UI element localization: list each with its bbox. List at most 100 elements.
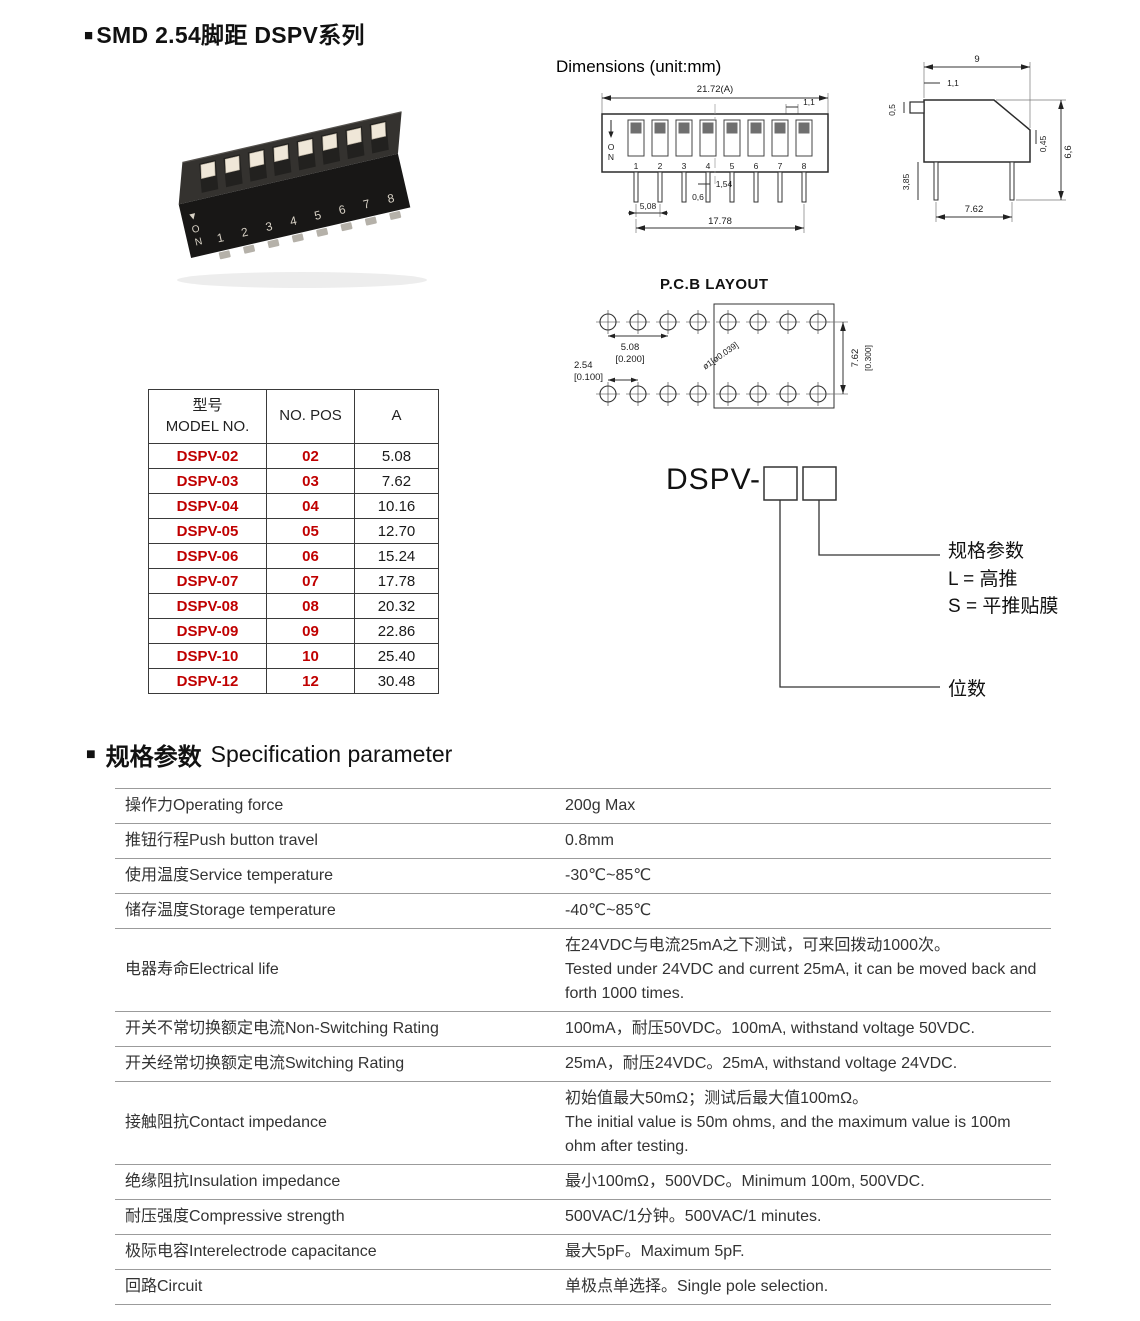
ordering-line-spec [818,500,940,556]
spec-row: 使用温度Service temperature -30℃~85℃ [115,858,1051,893]
dim-label: 1,54 [716,179,733,189]
spec-label: 使用温度Service temperature [125,867,334,885]
model-no: DSPV-05 [148,518,267,544]
dim-label: [0.200] [615,354,644,365]
a-col-header: A [354,389,439,444]
dim-label: 1,1 [803,97,815,107]
spec-label: 接触阻抗Contact impedance [125,1114,327,1132]
dim-label: 6,6 [1063,145,1074,158]
ordering-spec-title: 规格参数 [948,541,1025,562]
front-view-drawing: 21.72(A) 1,1 O N 1 2 3 4 5 6 7 8 1,54 0,… [601,84,829,233]
spec-label: 回路Circuit [125,1278,203,1296]
photo-position-number: 2 [240,225,250,240]
ordering-digits-label: 位数 [948,679,987,700]
photo-shadow [177,272,427,288]
ordering-line-digits [779,500,940,688]
no-pos: 03 [266,468,355,494]
spec-row: 操作力Operating force 200g Max [115,788,1051,823]
ordering-prefix: DSPV- [666,463,762,496]
on-label: O [608,142,615,152]
photo-position-number: 5 [313,208,323,223]
a-value: 30.48 [354,668,439,694]
position-number: 2 [658,161,663,171]
no-pos: 07 [266,568,355,594]
dim-label: 2.54 [574,360,593,371]
a-value: 5.08 [354,443,439,469]
dim-label: [0.100] [574,372,603,383]
spec-value: -30℃~85℃ [565,867,652,884]
a-value: 15.24 [354,543,439,569]
dip-switch-body: ▼ O N 1 2 3 4 5 6 7 8 [178,111,411,260]
model-col-header-cn: 型号 [192,397,223,415]
dim-label: 1,1 [947,78,959,88]
model-no: DSPV-12 [148,668,267,694]
photo-position-number: 4 [289,213,299,228]
model-no: DSPV-06 [148,543,267,569]
pcb-layout-title: P.C.B LAYOUT [660,276,769,293]
spec-label: 电器寿命Electrical life [125,961,279,979]
dim-label: 9 [974,54,979,65]
no-pos: 02 [266,443,355,469]
spec-section-heading: ■ 规格参数 Specification parameter [86,737,452,772]
photo-on-label: O [191,223,201,236]
spec-row: 极际电容Interelectrode capacitance 最大5pF。Maxi… [115,1234,1051,1269]
dim-label: [0.300] [863,345,873,371]
position-number: 8 [802,161,807,171]
no-pos: 08 [266,593,355,619]
photo-position-number: 8 [386,191,396,206]
dim-label: 0,45 [1038,135,1048,152]
spec-label: 开关经常切换额定电流Switching Rating [125,1055,405,1073]
on-label: N [608,152,614,162]
position-number: 6 [754,161,759,171]
model-no: DSPV-07 [148,568,267,594]
spec-value: 100mA，耐压50VDC。100mA, withstand voltage 5… [565,1020,975,1037]
position-number: 7 [778,161,783,171]
spec-label: 极际电容Interelectrode capacitance [125,1243,377,1261]
dim-label: 5,08 [640,201,657,211]
a-value: 10.16 [354,493,439,519]
position-number: 1 [634,161,639,171]
a-value: 7.62 [354,468,439,494]
no-pos: 09 [266,618,355,644]
model-no: DSPV-09 [148,618,267,644]
pcb-layout-drawing: 5.08 [0.200] 2.54 [0.100] ø1[ø0.039] 7.6… [574,303,873,409]
model-col-header: 型号 MODEL NO. [148,389,267,444]
spec-label: 操作力Operating force [125,797,284,815]
no-pos: 06 [266,543,355,569]
ordering-diagram [763,466,940,688]
dim-label: 21.72(A) [697,84,733,95]
title-bullet-icon: ■ [84,27,94,44]
model-no: DSPV-10 [148,643,267,669]
pos-col-header: NO. POS [266,389,355,444]
model-table-header-row: 型号 MODEL NO. NO. POS A [148,389,439,444]
spec-row: 接触阻抗Contact impedance 初始值最大50mΩ；测试后最大值100… [115,1081,1051,1164]
no-pos: 04 [266,493,355,519]
dim-label: 0,5 [887,104,897,116]
spec-label: 耐压强度Compressive strength [125,1208,345,1226]
spec-value: 200g Max [565,797,636,814]
photo-on-label: N [194,236,204,248]
photo-position-number: 3 [264,219,274,234]
spec-value: 初始值最大50mΩ；测试后最大值100mΩ。 The initial value… [565,1090,1011,1155]
model-no: DSPV-03 [148,468,267,494]
position-number: 4 [706,161,711,171]
spec-value: 25mA，耐压24VDC。25mA, withstand voltage 24V… [565,1055,958,1072]
spec-value: 500VAC/1分钟。500VAC/1 minutes. [565,1208,822,1225]
spec-value: 最大5pF。Maximum 5pF. [565,1243,745,1260]
dim-label: 17.78 [708,216,732,227]
no-pos: 12 [266,668,355,694]
